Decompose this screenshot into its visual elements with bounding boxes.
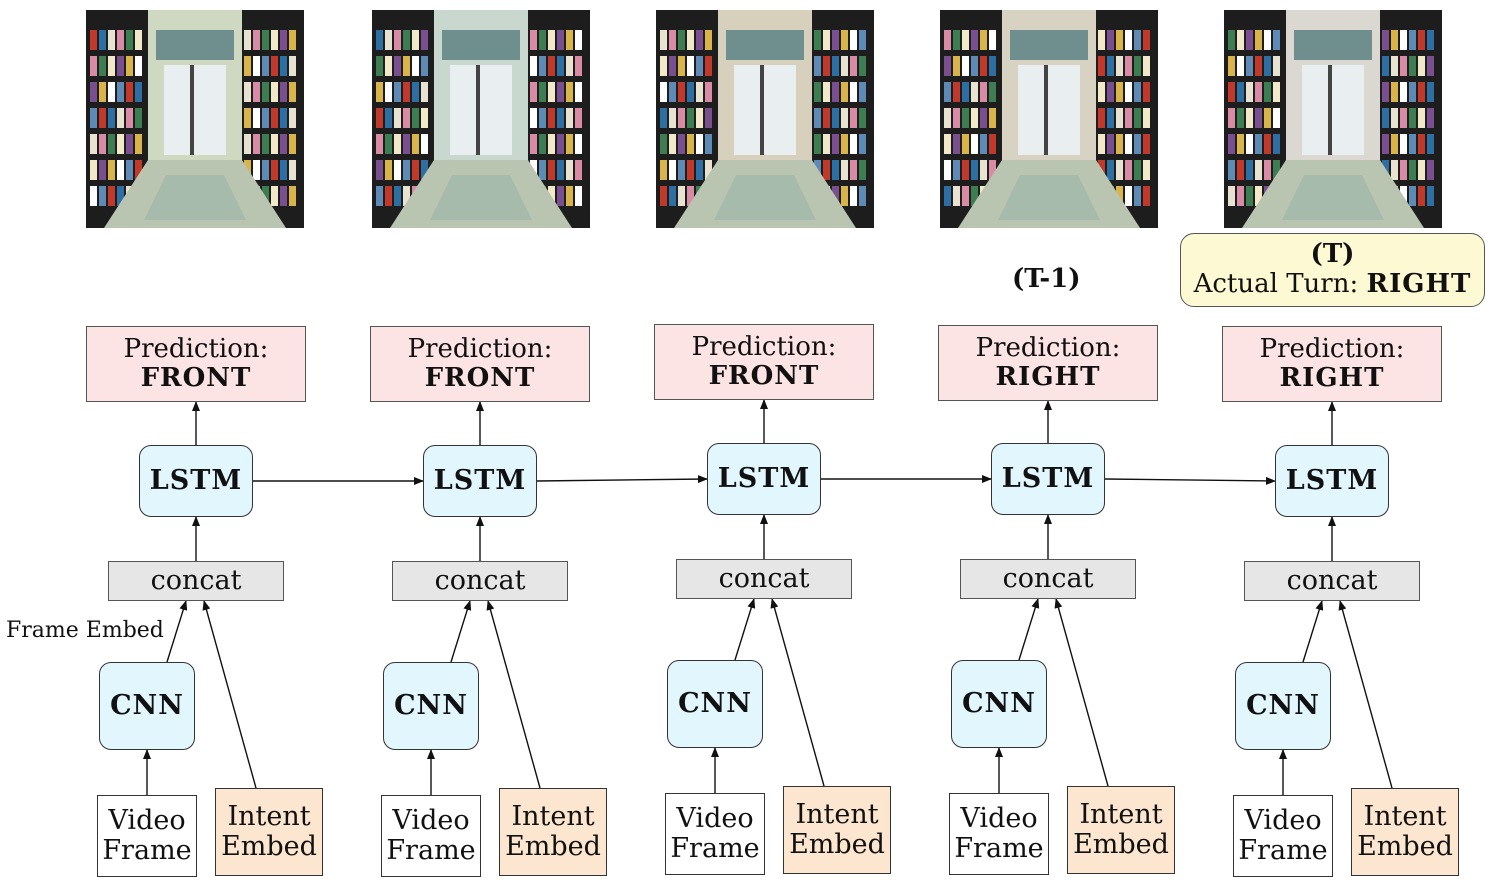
lstm-box-3: LSTM <box>707 443 821 515</box>
cnn-box-2: CNN <box>383 662 479 750</box>
lstm-box-2: LSTM <box>423 445 537 517</box>
arrow-28 <box>1338 600 1393 789</box>
arrow-24 <box>1104 476 1276 485</box>
photo-image <box>940 10 1158 228</box>
prediction-label: Prediction: <box>123 333 269 364</box>
video-frame-line-2: Frame <box>102 835 192 866</box>
video-frame-photo-4 <box>940 10 1158 228</box>
arrow-22 <box>1054 598 1109 787</box>
video-frame-box-3: Video Frame <box>665 793 765 875</box>
prediction-value: FRONT <box>424 363 536 393</box>
intent-embed-box-4: Intent Embed <box>1067 786 1175 874</box>
intent-embed-box-5: Intent Embed <box>1351 788 1459 876</box>
concat-box-1: concat <box>108 561 284 601</box>
arrow-4 <box>202 600 257 789</box>
frame-embed-label: Frame Embed <box>6 618 164 643</box>
arrow-15 <box>734 598 756 661</box>
prediction-box-2: Prediction: FRONT <box>370 326 590 402</box>
prediction-label: Prediction: <box>1259 333 1405 364</box>
video-frame-photo-2 <box>372 10 590 228</box>
video-frame-line-1: Video <box>392 804 470 836</box>
cnn-box-4: CNN <box>951 660 1047 748</box>
video-frame-photo-1 <box>86 10 304 228</box>
concat-box-3: concat <box>676 559 852 599</box>
cnn-box-5: CNN <box>1235 662 1331 750</box>
video-frame-box-2: Video Frame <box>381 795 481 877</box>
intent-embed-line-1: Intent <box>795 798 879 830</box>
arrow-3 <box>166 600 188 663</box>
intent-embed-line-1: Intent <box>227 800 311 832</box>
lstm-box-1: LSTM <box>139 445 253 517</box>
actual-step-label: (T) <box>1310 239 1355 270</box>
photo-image <box>86 10 304 228</box>
prediction-value: RIGHT <box>995 362 1101 392</box>
video-frame-box-5: Video Frame <box>1233 795 1333 877</box>
video-frame-line-2: Frame <box>1238 835 1328 866</box>
arrow-9 <box>450 600 472 663</box>
actual-turn-line: Actual Turn: RIGHT <box>1193 269 1472 300</box>
concat-box-5: concat <box>1244 561 1420 601</box>
prediction-box-5: Prediction: RIGHT <box>1222 326 1442 402</box>
cnn-box-3: CNN <box>667 660 763 748</box>
intent-embed-line-2: Embed <box>505 831 601 862</box>
arrow-16 <box>770 598 825 787</box>
video-frame-box-1: Video Frame <box>97 795 197 877</box>
video-frame-photo-5 <box>1224 10 1442 228</box>
concat-box-4: concat <box>960 559 1136 599</box>
prediction-label: Prediction: <box>975 332 1121 363</box>
intent-embed-line-2: Embed <box>1357 831 1453 862</box>
video-frame-line-1: Video <box>676 802 754 834</box>
lstm-box-5: LSTM <box>1275 445 1389 517</box>
photo-image <box>656 10 874 228</box>
prediction-box-4: Prediction: RIGHT <box>938 325 1158 401</box>
intent-embed-line-2: Embed <box>1073 829 1169 860</box>
arrow-27 <box>1302 600 1324 663</box>
intent-embed-line-1: Intent <box>511 800 595 832</box>
cnn-box-1: CNN <box>99 662 195 750</box>
intent-embed-line-1: Intent <box>1363 800 1447 832</box>
intent-embed-box-1: Intent Embed <box>215 788 323 876</box>
actual-turn-value: RIGHT <box>1366 269 1472 299</box>
video-frame-line-2: Frame <box>954 833 1044 864</box>
concat-box-2: concat <box>392 561 568 601</box>
actual-turn-text: Actual Turn: <box>1193 269 1359 299</box>
intent-embed-box-2: Intent Embed <box>499 788 607 876</box>
lstm-box-4: LSTM <box>991 443 1105 515</box>
arrow-10 <box>486 600 541 789</box>
arrow-12 <box>536 475 708 484</box>
t-minus-1-label: (T-1) <box>1012 264 1081 294</box>
video-frame-line-2: Frame <box>670 833 760 864</box>
arrow-21 <box>1018 598 1040 661</box>
photo-image <box>372 10 590 228</box>
intent-embed-line-2: Embed <box>221 831 317 862</box>
video-frame-photo-3 <box>656 10 874 228</box>
video-frame-line-1: Video <box>960 802 1038 834</box>
prediction-value: FRONT <box>140 363 252 393</box>
intent-embed-line-1: Intent <box>1079 798 1163 830</box>
photo-image <box>1224 10 1442 228</box>
intent-embed-box-3: Intent Embed <box>783 786 891 874</box>
prediction-label: Prediction: <box>407 333 553 364</box>
video-frame-line-1: Video <box>108 804 186 836</box>
actual-turn-box: (T) Actual Turn: RIGHT <box>1180 233 1485 307</box>
prediction-box-1: Prediction: FRONT <box>86 326 306 402</box>
prediction-box-3: Prediction: FRONT <box>654 324 874 400</box>
prediction-label: Prediction: <box>691 331 837 362</box>
video-frame-box-4: Video Frame <box>949 793 1049 875</box>
prediction-value: RIGHT <box>1279 363 1385 393</box>
video-frame-line-1: Video <box>1244 804 1322 836</box>
prediction-value: FRONT <box>708 361 820 391</box>
intent-embed-line-2: Embed <box>789 829 885 860</box>
video-frame-line-2: Frame <box>386 835 476 866</box>
